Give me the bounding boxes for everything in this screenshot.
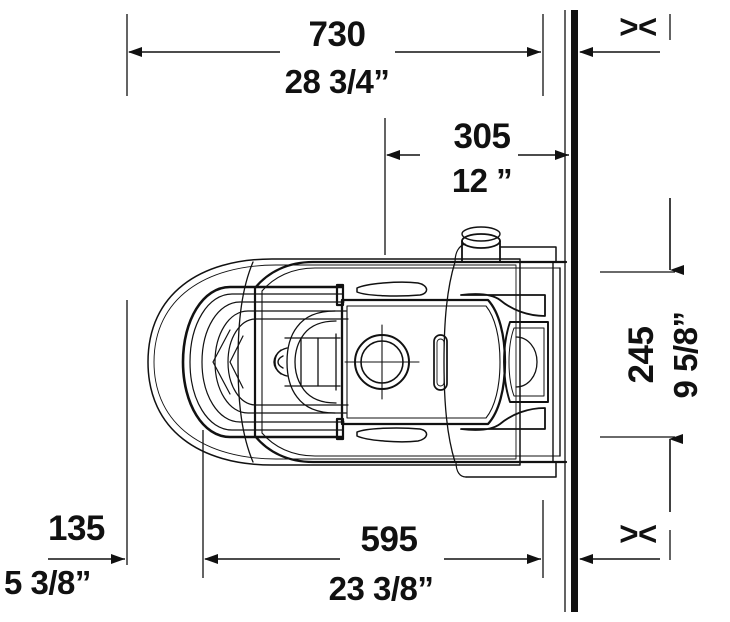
bowl-throat-detail: [284, 310, 341, 414]
dim-label-245-metric: 245: [622, 327, 661, 384]
dim-label-730-metric: 730: [309, 15, 366, 54]
dim-label-730-imperial: 28 3/4”: [285, 63, 390, 100]
dim-label-305-metric: 305: [454, 117, 511, 156]
cistern-recess-lower: [460, 407, 546, 431]
cistern-top-lip: [499, 246, 557, 263]
toilet-seat-outline: [147, 258, 521, 466]
dim-label-135-imperial: 5 3/8”: [4, 564, 91, 601]
bowl-front-vee: [212, 329, 244, 395]
mounting-bracket-bottom: [335, 417, 345, 441]
wall-line: [564, 10, 578, 612]
wall-clearance-marker-top: ><: [619, 8, 657, 45]
cistern-recess-center: [503, 321, 549, 403]
toilet-body-outline: [253, 260, 568, 464]
cistern-wall-frame: [552, 262, 561, 462]
toilet-body-inner-edge: [261, 267, 561, 457]
dim-label-245-imperial: 9 5/8”: [667, 312, 704, 399]
dim-label-305-imperial: 12 ”: [452, 162, 512, 199]
flush-plate-slot: [433, 334, 448, 391]
flush-plate-inner: [346, 305, 501, 419]
dim-label-595-imperial: 23 3/8”: [329, 570, 434, 607]
flush-plate-body: [340, 298, 507, 426]
toilet-plan-geometry: [147, 226, 568, 478]
dim-label-730-imperial-group: 28 3/4”: [285, 63, 390, 100]
wall-clearance-marker-bottom: ><: [619, 515, 657, 552]
flush-valve-crosshair: [344, 324, 420, 400]
mounting-bracket-top: [335, 283, 345, 307]
extension-lines: [126, 14, 675, 578]
dim-label-595-metric: 595: [361, 520, 418, 559]
bowl-throat-nub: [273, 347, 288, 377]
bowl-interior-contours: [181, 285, 349, 439]
seat-bumper-pad-top: [356, 281, 428, 297]
water-inlet-fitting: [454, 226, 501, 263]
seat-bumper-pad-bottom: [356, 427, 428, 443]
cistern-bottom-lip: [455, 461, 557, 478]
dim-label-135-metric: 135: [48, 509, 105, 548]
cistern-recess-upper: [460, 293, 546, 317]
